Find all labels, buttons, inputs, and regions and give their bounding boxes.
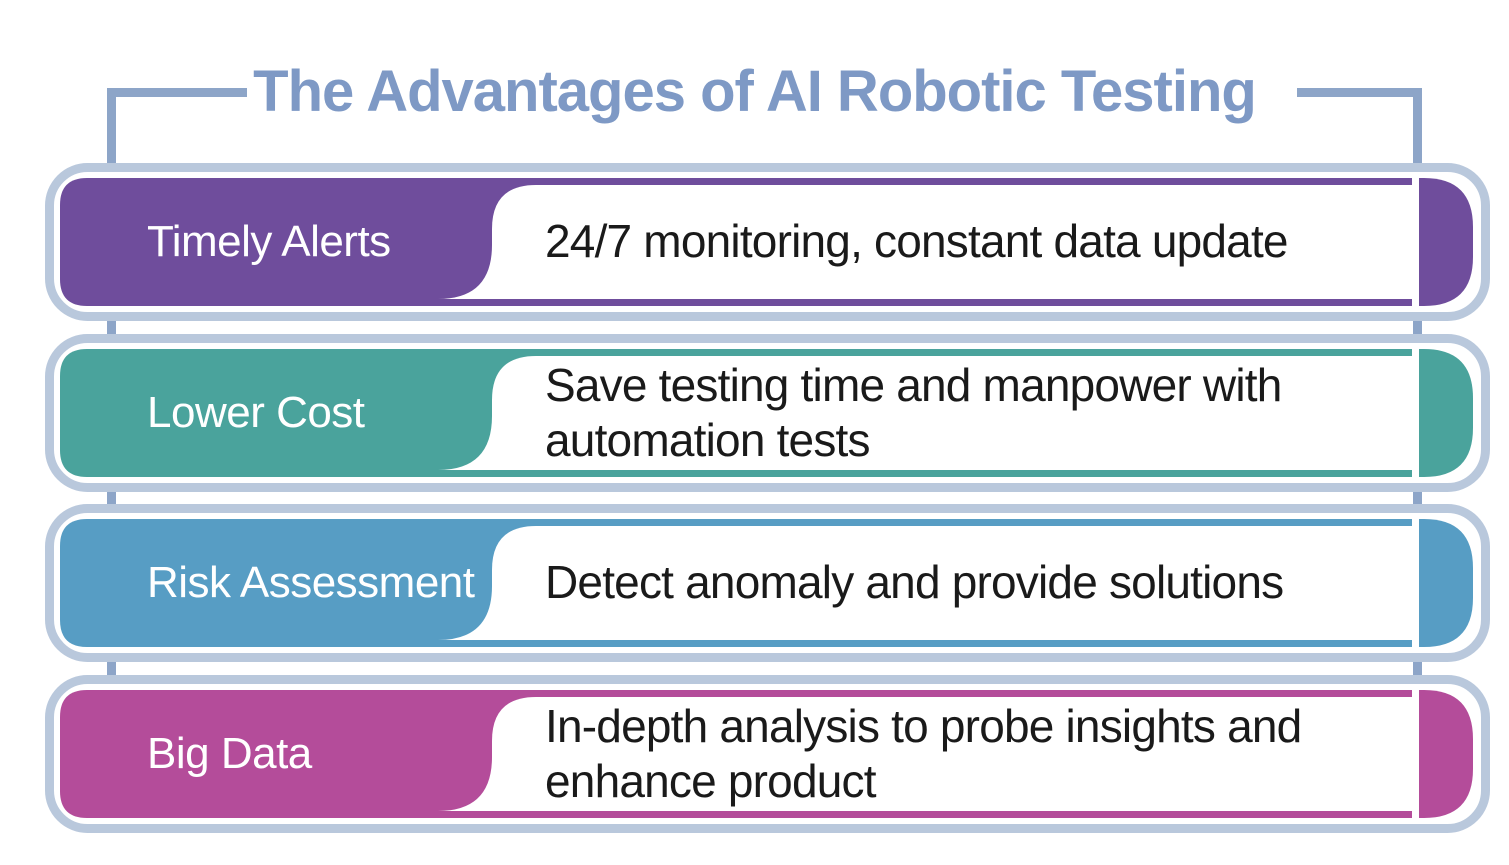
label-tab-corner-cut	[438, 586, 492, 640]
row-shape	[45, 675, 1490, 833]
row-description: Detect anomaly and provide solutions	[545, 556, 1284, 609]
row-content-panel	[492, 185, 1412, 299]
row-description: In-depth analysis to probe insights and …	[545, 699, 1302, 807]
row-end-cap	[1419, 519, 1473, 647]
row-shape	[45, 334, 1490, 492]
row-lower-cost: Lower Cost Save testing time and manpowe…	[45, 334, 1490, 492]
row-risk-assessment: Risk Assessment Detect anomaly and provi…	[45, 504, 1490, 662]
row-content-panel	[492, 697, 1412, 811]
row-label: Lower Cost	[147, 388, 365, 437]
row-shape	[45, 163, 1490, 321]
row-end-cap	[1419, 690, 1473, 818]
label-tab-corner-cut	[438, 245, 492, 299]
label-tab-corner-cut	[438, 416, 492, 470]
title-bracket-line-left	[107, 88, 247, 97]
title-bracket-line-right	[1297, 88, 1422, 97]
row-end-cap	[1419, 178, 1473, 306]
page-title: The Advantages of AI Robotic Testing	[253, 59, 1257, 124]
row-content-panel	[492, 356, 1412, 470]
row-description: 24/7 monitoring, constant data update	[545, 215, 1289, 268]
label-tab-corner-cut	[438, 757, 492, 811]
row-big-data: Big Data In-depth analysis to probe insi…	[45, 675, 1490, 833]
row-content-panel	[492, 526, 1412, 640]
row-description: Save testing time and manpower with auto…	[545, 358, 1282, 466]
row-label: Timely Alerts	[147, 217, 391, 266]
row-label: Risk Assessment	[147, 558, 475, 607]
row-end-cap	[1419, 349, 1473, 477]
row-label: Big Data	[147, 729, 312, 778]
row-shape	[45, 504, 1490, 662]
row-timely-alerts: Timely Alerts 24/7 monitoring, constant …	[45, 163, 1490, 321]
